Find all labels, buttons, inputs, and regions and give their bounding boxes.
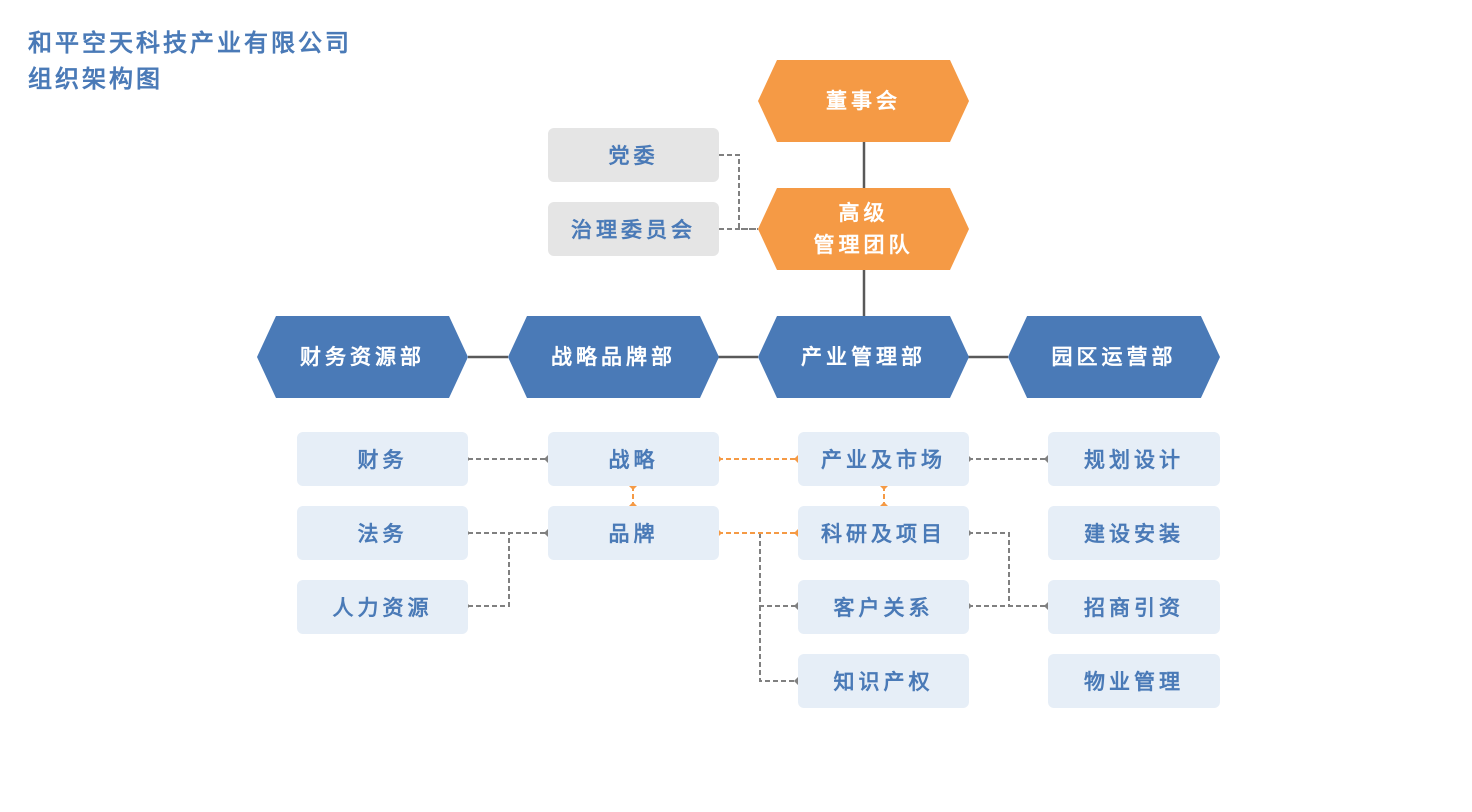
board-label: 董事会 xyxy=(826,89,901,113)
unit-ip-label: 知识产权 xyxy=(833,670,934,694)
unit-investment: 招商引资 xyxy=(1048,580,1220,634)
unit-planning-design-label: 规划设计 xyxy=(1084,448,1184,472)
dept-finance-resources-label: 财务资源部 xyxy=(300,345,425,369)
party-connector xyxy=(719,154,758,230)
senior-management-node: 高级 管理团队 xyxy=(758,188,969,270)
unit-legal-label: 法务 xyxy=(357,522,408,546)
unit-brand: 品牌 xyxy=(548,506,719,560)
chart-subtitle: 组织架构图 xyxy=(28,65,163,93)
unit-hr: 人力资源 xyxy=(297,580,468,634)
unit-strategy: 战略 xyxy=(548,432,719,486)
unit-construction: 建设安装 xyxy=(1048,506,1220,560)
unit-investment-label: 招商引资 xyxy=(1084,596,1184,620)
unit-ip: 知识产权 xyxy=(798,654,969,708)
unit-strategy-label: 战略 xyxy=(608,448,659,472)
unit-legal: 法务 xyxy=(297,506,468,560)
party-committee-label: 党委 xyxy=(608,144,659,168)
dept-industry-management-label: 产业管理部 xyxy=(801,345,926,369)
dept-park-operations: 园区运营部 xyxy=(1008,316,1220,398)
unit-brand-label: 品牌 xyxy=(608,522,659,546)
unit-hr-label: 人力资源 xyxy=(332,596,433,620)
unit-customer-relations: 客户关系 xyxy=(798,580,969,634)
brand-customer-connector xyxy=(759,533,798,607)
unit-industry-market-label: 产业及市场 xyxy=(821,448,946,472)
management-label-line1: 高级 xyxy=(838,201,889,225)
unit-finance: 财务 xyxy=(297,432,468,486)
dept-strategy-brand: 战略品牌部 xyxy=(508,316,719,398)
unit-construction-label: 建设安装 xyxy=(1084,522,1184,546)
research-investment-connector xyxy=(968,532,1010,606)
management-label-line2: 管理团队 xyxy=(813,233,914,257)
dept-industry-management: 产业管理部 xyxy=(758,316,969,398)
unit-planning-design: 规划设计 xyxy=(1048,432,1220,486)
hr-brand-connector xyxy=(468,533,510,607)
unit-property: 物业管理 xyxy=(1048,654,1220,708)
governance-committee-label: 治理委员会 xyxy=(571,218,696,242)
company-title: 和平空天科技产业有限公司 xyxy=(28,29,352,57)
unit-industry-market: 产业及市场 xyxy=(798,432,969,486)
governance-committee-node: 治理委员会 xyxy=(548,202,719,256)
unit-research-projects: 科研及项目 xyxy=(798,506,969,560)
unit-property-label: 物业管理 xyxy=(1084,670,1184,694)
brand-ip-connector xyxy=(759,606,798,682)
dept-park-operations-label: 园区运营部 xyxy=(1051,345,1177,369)
board-node: 董事会 xyxy=(758,60,969,142)
unit-finance-label: 财务 xyxy=(357,448,408,472)
dept-finance-resources: 财务资源部 xyxy=(257,316,468,398)
unit-customer-relations-label: 客户关系 xyxy=(833,596,934,620)
unit-research-projects-label: 科研及项目 xyxy=(821,522,946,546)
party-committee-node: 党委 xyxy=(548,128,719,182)
dept-strategy-brand-label: 战略品牌部 xyxy=(551,345,676,369)
